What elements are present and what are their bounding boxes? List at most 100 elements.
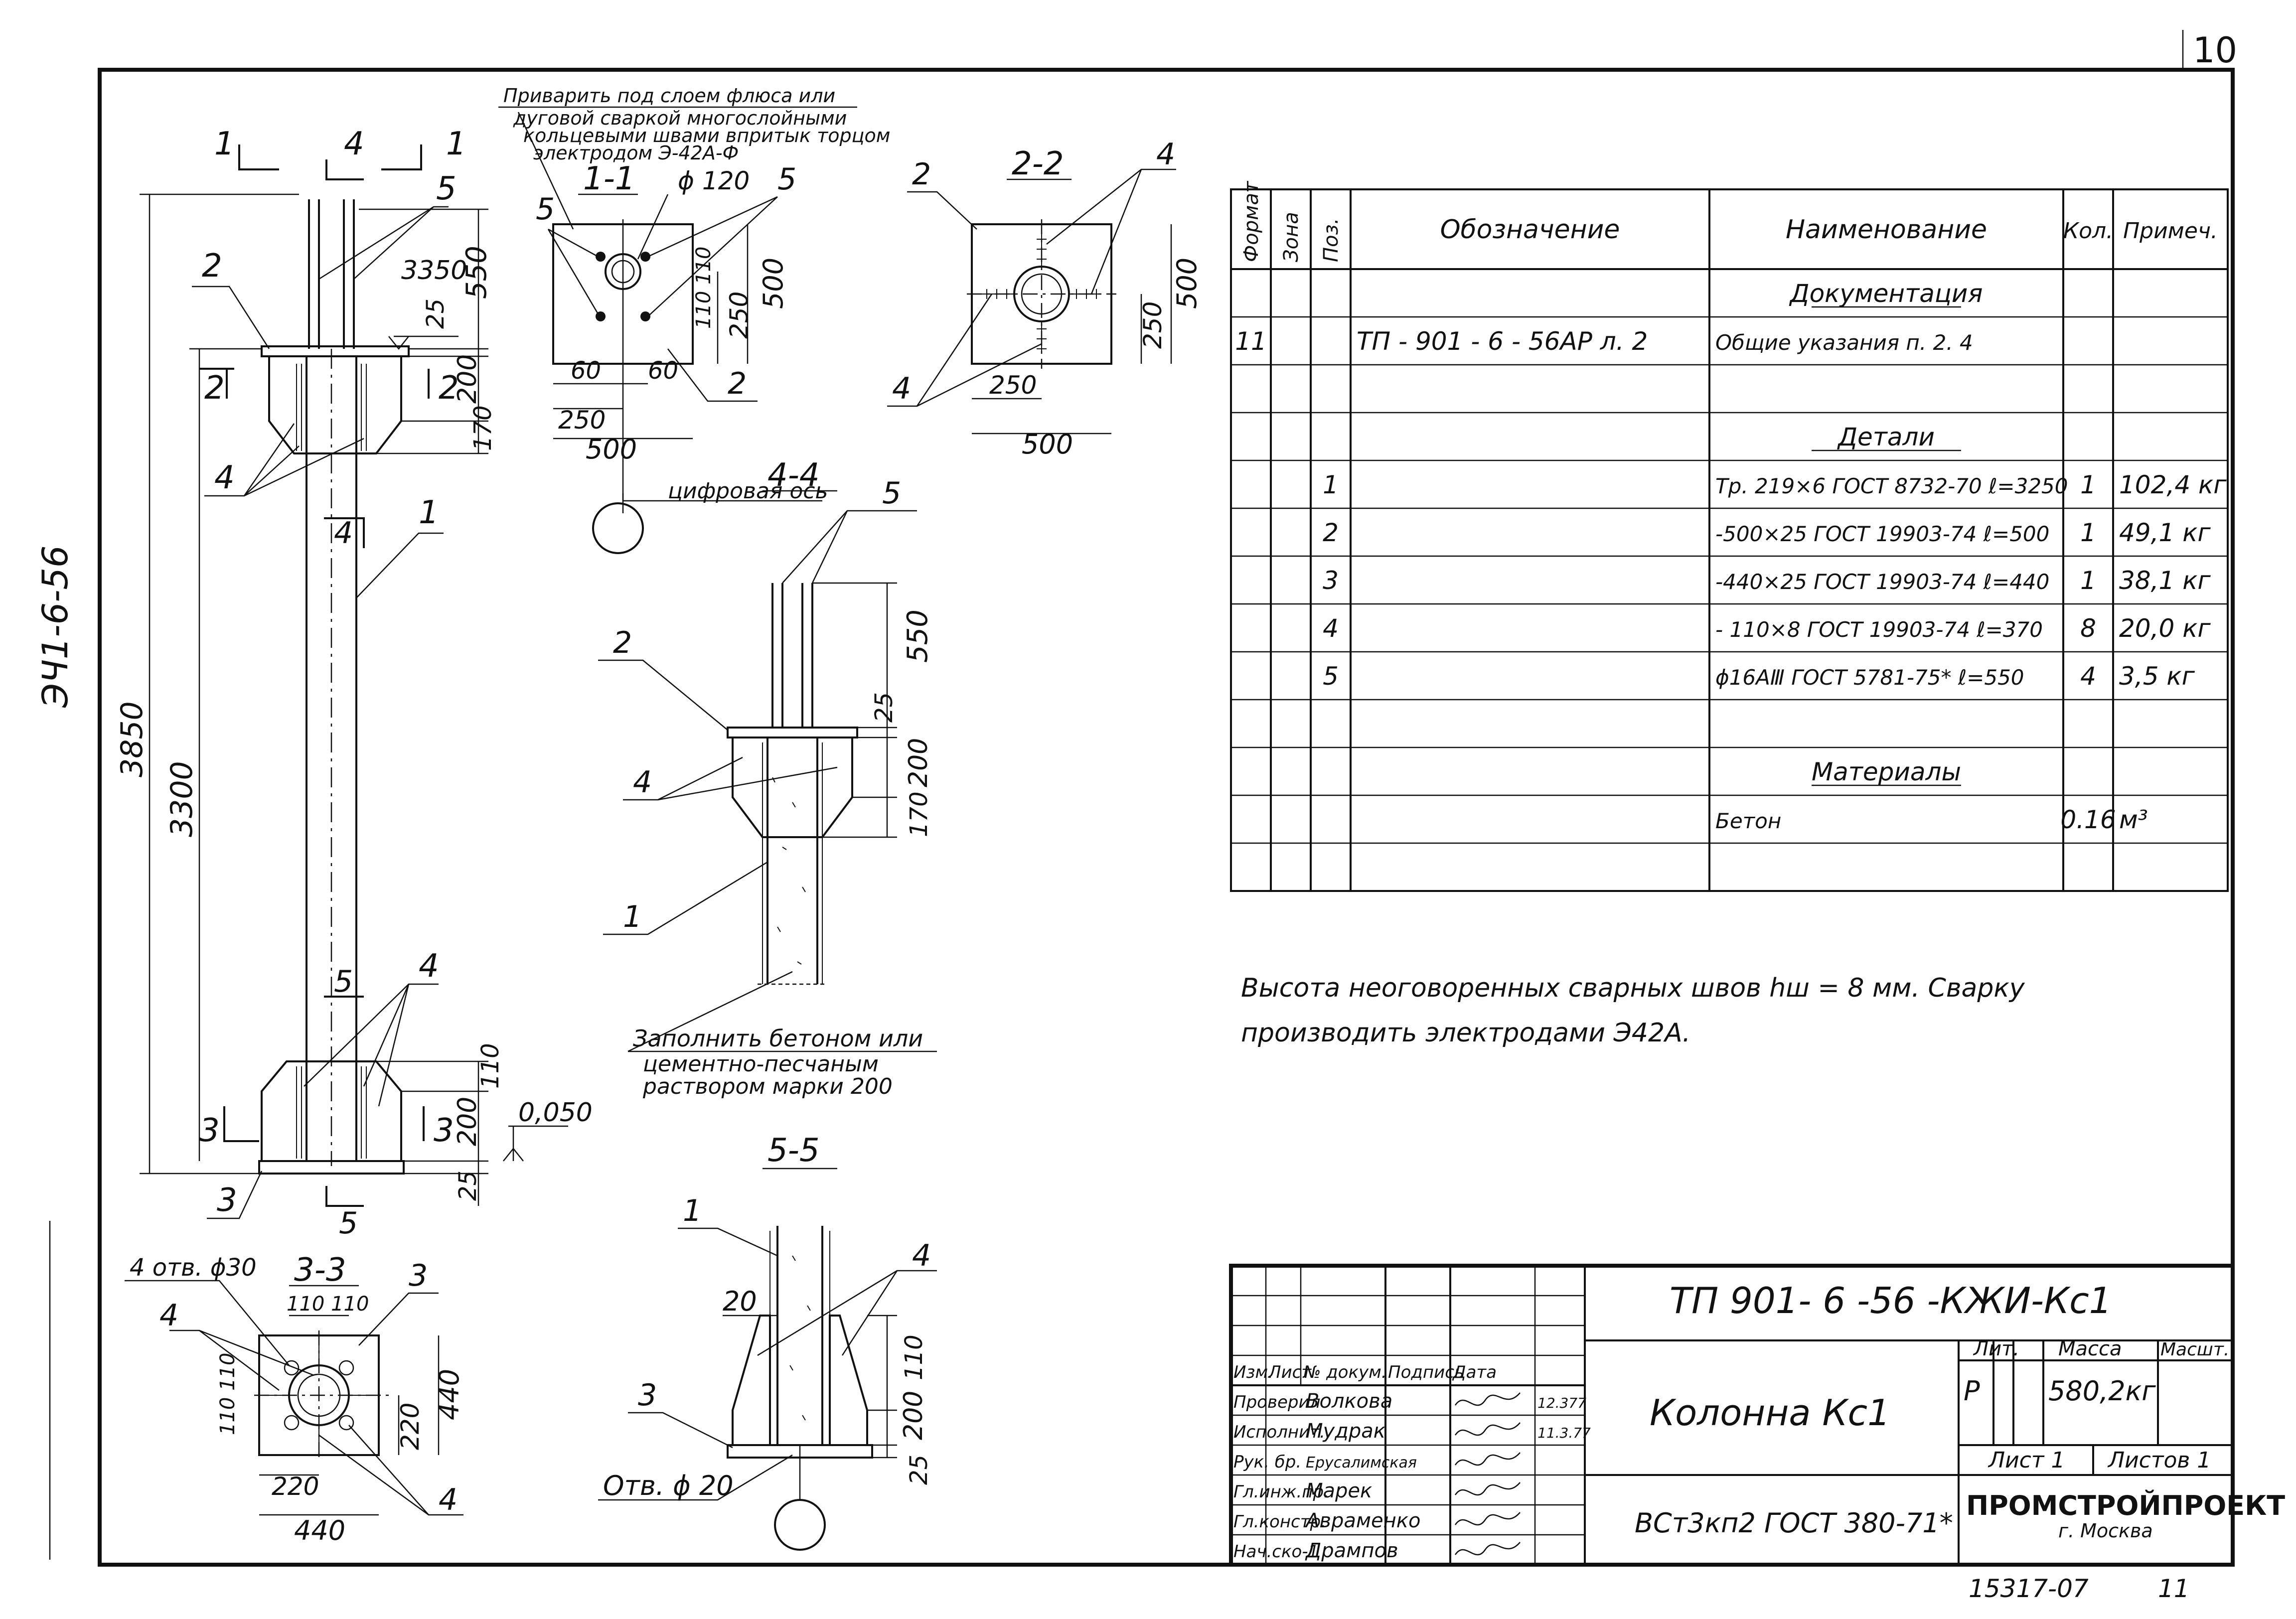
page-number: 10 bbox=[2193, 30, 2237, 71]
spec-frame bbox=[1230, 188, 2229, 892]
s11-dim-60-a: 60 bbox=[571, 357, 601, 385]
s55-pos-3: 3 bbox=[638, 1378, 657, 1413]
spec-cell-pos: 1 bbox=[1323, 470, 1339, 499]
elev-pos-1: 1 bbox=[419, 494, 439, 531]
weld-note-line1: Приварить под слоем флюса или bbox=[503, 85, 835, 107]
spec-cell-qty: 4 bbox=[2080, 662, 2096, 691]
tb-role: Проверил bbox=[1233, 1392, 1320, 1412]
column-elevation: 1 1 4 2 2 4 5 5 3 3 5 2 4 1 4 3 bbox=[115, 126, 593, 1241]
s33-dim-110-110-top: 110 110 bbox=[287, 1293, 369, 1316]
s11-dim-500-right: 500 bbox=[758, 258, 789, 309]
lit-value: Р bbox=[1964, 1375, 1980, 1407]
sheet-label: Лист 1 bbox=[1988, 1448, 2065, 1473]
cut-2-right: 2 bbox=[439, 370, 459, 407]
drawing-frame bbox=[98, 68, 2235, 1567]
tb-role: Гл.инж.пр. bbox=[1233, 1482, 1329, 1502]
s22-pos-4-bot: 4 bbox=[892, 371, 911, 406]
dim-elev-200: 200 bbox=[453, 354, 482, 404]
tb-person-name: Мудрак bbox=[1306, 1420, 1385, 1443]
section-1-1-title: 1-1 bbox=[583, 160, 635, 197]
s33-dim-220-bottom: 220 bbox=[272, 1472, 319, 1501]
s33-dim-440-bottom: 440 bbox=[294, 1515, 345, 1546]
elev-pos-5: 5 bbox=[436, 170, 457, 207]
s55-pos-4: 4 bbox=[912, 1238, 931, 1273]
spec-header: Поз. bbox=[1320, 218, 1343, 262]
section-3-3-title: 3-3 bbox=[294, 1252, 346, 1289]
s44-dim-550: 550 bbox=[902, 609, 934, 663]
signature bbox=[1454, 1452, 1521, 1466]
section-1-1: 1-1 ϕ 120 5 5 2 500 250 60 60 500 250 11… bbox=[536, 160, 828, 554]
dim-bot-200: 200 bbox=[453, 1097, 482, 1146]
hole-20: Отв. ϕ 20 bbox=[603, 1470, 734, 1501]
side-code: ЭЧ1-6-56 bbox=[35, 545, 76, 708]
s33-pos-4-right: 4 bbox=[439, 1482, 458, 1517]
tb-role: Гл.констр. bbox=[1233, 1512, 1326, 1532]
tb-header-cell: Изм. bbox=[1233, 1362, 1273, 1382]
tb-header-cell: Лист bbox=[1267, 1362, 1312, 1382]
org-city: г. Москва bbox=[2058, 1520, 2153, 1542]
fill-note-line3: раствором марки 200 bbox=[642, 1074, 893, 1099]
lit-label: Лит. bbox=[1973, 1337, 2019, 1360]
s55-dim-110: 110 bbox=[900, 1334, 928, 1380]
tb-person-name: Волкова bbox=[1306, 1390, 1392, 1413]
spec-header: Формат bbox=[1240, 180, 1263, 262]
spec-header: Обозначение bbox=[1440, 215, 1620, 245]
section-2-2: 2-2 2 4 4 500 250 500 250 bbox=[887, 137, 1203, 460]
s22-dim-500-right: 500 bbox=[1171, 258, 1203, 309]
spec-cell-note: 3,5 кг bbox=[2119, 662, 2195, 691]
spec-cell-des: ТП - 901 - 6 - 56АР л. 2 bbox=[1357, 327, 1648, 356]
diam-120: ϕ 120 bbox=[678, 166, 750, 195]
section-5-5-title: 5-5 bbox=[767, 1132, 820, 1169]
tb-person-name: Авраменко bbox=[1304, 1509, 1420, 1532]
spec-cell-pos: 4 bbox=[1323, 614, 1339, 643]
spec-cell-pos: 2 bbox=[1323, 518, 1339, 547]
cut-5-bottom: 5 bbox=[339, 1206, 358, 1241]
spec-cell-note: 102,4 кг bbox=[2119, 470, 2227, 499]
s22-pos-4-top: 4 bbox=[1156, 137, 1175, 172]
spec-cell-qty: 8 bbox=[2080, 614, 2096, 643]
s22-pos-2: 2 bbox=[912, 157, 931, 192]
fill-note-line1: Заполнить бетоном или bbox=[633, 1025, 923, 1052]
spec-cell-name: Бетон bbox=[1715, 809, 1781, 833]
weld-note-line4: электродом Э-42А-Ф bbox=[533, 142, 739, 164]
spec-cell-qty: 0.16 bbox=[2060, 805, 2116, 834]
scale-label: Масшт. bbox=[2160, 1339, 2229, 1360]
spec-cell-name: - 110×8 ГОСТ 19903-74 ℓ=370 bbox=[1715, 617, 2043, 642]
spec-cell-name: -500×25 ГОСТ 19903-74 ℓ=500 bbox=[1715, 522, 2049, 546]
elev-pos-3: 3 bbox=[217, 1182, 237, 1219]
signature bbox=[1454, 1482, 1521, 1496]
weld-note-line2: дуговой сваркой многослойными bbox=[513, 107, 847, 129]
spec-cell-note: 49,1 кг bbox=[2119, 518, 2211, 547]
elev-pos-4-top: 4 bbox=[214, 459, 235, 496]
signature bbox=[1454, 1392, 1521, 1406]
spec-cell-pos: 5 bbox=[1323, 662, 1339, 691]
tb-date: 11.3.77 bbox=[1537, 1425, 1591, 1441]
tb-role: Исполнит. bbox=[1233, 1422, 1325, 1442]
section-2-2-title: 2-2 bbox=[1012, 146, 1064, 182]
general-note-line2: производить электродами Э42А. bbox=[1241, 1018, 1690, 1048]
s33-pos-3: 3 bbox=[409, 1258, 428, 1293]
holes-30: 4 отв. ϕ30 bbox=[130, 1254, 257, 1282]
section-5-5: 5-5 1 4 20 3 Отв. ϕ 20 110 200 25 bbox=[598, 1132, 937, 1551]
s44-pos-5: 5 bbox=[882, 476, 901, 511]
archive-sheet: 11 bbox=[2158, 1574, 2190, 1603]
cut-3-left: 3 bbox=[199, 1112, 220, 1149]
spec-cell-name: -440×25 ГОСТ 19903-74 ℓ=440 bbox=[1715, 570, 2049, 594]
dim-bot-25: 25 bbox=[454, 1171, 482, 1201]
spec-cell-qty: 1 bbox=[2080, 470, 2096, 499]
spec-cell-name: Документация bbox=[1789, 279, 1983, 308]
cut-5-mid: 5 bbox=[334, 964, 353, 999]
cut-2-left: 2 bbox=[204, 370, 225, 407]
s55-dim-25: 25 bbox=[905, 1455, 933, 1485]
s11-dim-60-b: 60 bbox=[648, 357, 678, 385]
archive-number: 15317-07 bbox=[1969, 1574, 2089, 1603]
drawing-name: Колонна Кс1 bbox=[1650, 1392, 1890, 1434]
fill-note-line2: цементно-песчаным bbox=[643, 1051, 879, 1077]
spec-header: Наименование bbox=[1786, 215, 1987, 245]
spec-cell-note: 38,1 кг bbox=[2119, 566, 2211, 595]
s55-dim-20: 20 bbox=[723, 1286, 757, 1317]
s44-dim-170: 170 bbox=[905, 791, 933, 837]
s33-dim-110-110-left: 110 110 bbox=[216, 1353, 239, 1435]
cut-1-right: 1 bbox=[446, 126, 466, 162]
signature bbox=[1454, 1422, 1521, 1436]
